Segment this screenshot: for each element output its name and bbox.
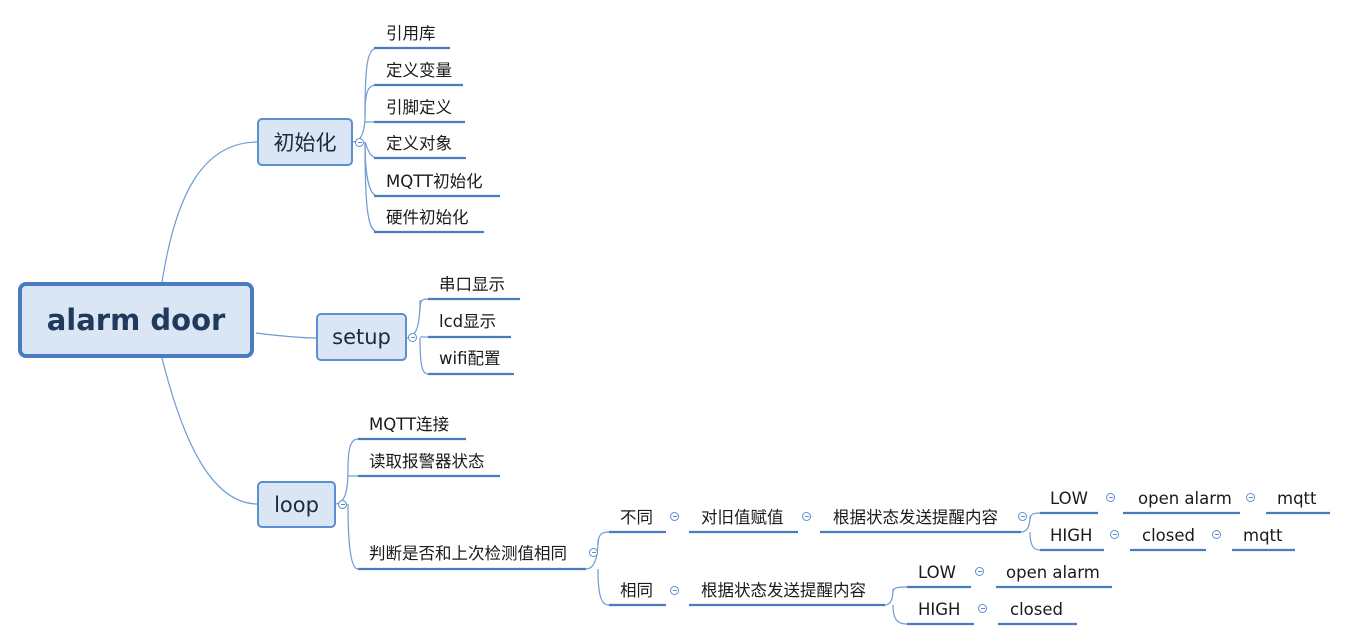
diff-assign[interactable]: 对旧值赋值 <box>701 508 784 527</box>
setup-child[interactable]: wifi配置 <box>439 349 501 368</box>
setup-child[interactable]: 串口显示 <box>439 275 505 294</box>
diff-low[interactable]: LOW <box>1050 489 1088 508</box>
node-setup[interactable]: setup <box>316 313 407 361</box>
branch-same[interactable]: 相同 <box>620 581 653 600</box>
same-high[interactable]: HIGH <box>918 600 961 619</box>
collapse-icon[interactable] <box>1018 512 1027 521</box>
collapse-icon[interactable] <box>408 333 417 342</box>
collapse-icon[interactable] <box>1110 530 1119 539</box>
diff-low-mqtt[interactable]: mqtt <box>1277 489 1317 508</box>
init-child[interactable]: MQTT初始化 <box>386 172 483 191</box>
init-child[interactable]: 引用库 <box>386 24 436 43</box>
collapse-icon[interactable] <box>589 548 598 557</box>
collapse-icon[interactable] <box>975 567 984 576</box>
loop-child[interactable]: MQTT连接 <box>369 415 450 434</box>
diff-high-action[interactable]: closed <box>1142 526 1195 545</box>
init-child[interactable]: 定义变量 <box>386 61 452 80</box>
branch-diff[interactable]: 不同 <box>620 508 653 527</box>
loop-child[interactable]: 读取报警器状态 <box>369 452 485 471</box>
same-low[interactable]: LOW <box>918 563 956 582</box>
init-child[interactable]: 硬件初始化 <box>386 208 469 227</box>
collapse-icon[interactable] <box>1106 493 1115 502</box>
diff-high[interactable]: HIGH <box>1050 526 1093 545</box>
root-node[interactable]: alarm door <box>18 282 254 358</box>
same-high-action[interactable]: closed <box>1010 600 1063 619</box>
init-child[interactable]: 引脚定义 <box>386 98 452 117</box>
diff-send[interactable]: 根据状态发送提醒内容 <box>833 508 998 527</box>
collapse-icon[interactable] <box>670 586 679 595</box>
collapse-icon[interactable] <box>978 604 987 613</box>
node-init[interactable]: 初始化 <box>257 118 353 166</box>
collapse-icon[interactable] <box>355 138 364 147</box>
same-send[interactable]: 根据状态发送提醒内容 <box>701 581 866 600</box>
loop-child[interactable]: 判断是否和上次检测值相同 <box>369 544 567 563</box>
collapse-icon[interactable] <box>1212 530 1221 539</box>
collapse-icon[interactable] <box>802 512 811 521</box>
collapse-icon[interactable] <box>338 500 347 509</box>
same-low-action[interactable]: open alarm <box>1006 563 1100 582</box>
setup-child[interactable]: lcd显示 <box>439 312 497 331</box>
diff-low-action[interactable]: open alarm <box>1138 489 1232 508</box>
collapse-icon[interactable] <box>1246 493 1255 502</box>
collapse-icon[interactable] <box>670 512 679 521</box>
diff-high-mqtt[interactable]: mqtt <box>1243 526 1283 545</box>
init-child[interactable]: 定义对象 <box>386 134 452 153</box>
node-loop[interactable]: loop <box>257 481 336 528</box>
